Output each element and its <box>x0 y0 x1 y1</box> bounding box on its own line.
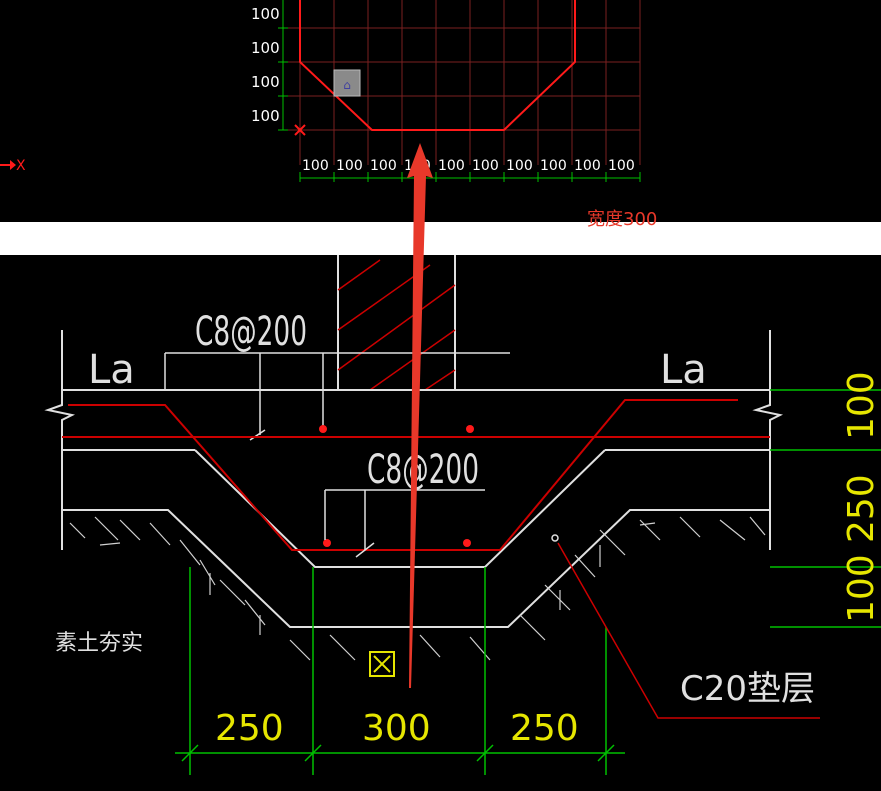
section-canvas: La La C8@200 C8@200 素土夯实 C20垫层 100 250 1… <box>44 255 881 775</box>
rebar-label-top: C8@200 <box>195 309 307 355</box>
arrow-up-icon <box>407 143 433 688</box>
dim-bottom-label: 250 <box>215 708 284 749</box>
soil-hatch <box>69 516 766 661</box>
x-grid-label: 100 <box>336 158 363 174</box>
x-grid-label: 100 <box>302 158 329 174</box>
svg-text:⌂: ⌂ <box>343 78 351 92</box>
y-grid-label: 100 <box>251 39 280 57</box>
grip-handle-icon[interactable] <box>333 69 361 97</box>
dim-right-label: 250 <box>841 474 881 543</box>
snap-marker-icon[interactable] <box>369 651 395 677</box>
x-grid-label: 100 <box>472 158 499 174</box>
separator-band <box>0 222 881 255</box>
dimension-lines <box>175 389 881 775</box>
la-label-right: La <box>660 347 707 393</box>
rebar-label-mid: C8@200 <box>367 447 479 493</box>
right-dimension-labels: 100 250 100 <box>841 371 881 623</box>
section-outline <box>299 0 576 131</box>
top-grid-panel: ⌂ X 100 100 100 100 100 100 100 100 100 … <box>0 0 881 222</box>
la-label-left: La <box>88 347 135 393</box>
x-grid-label: 100 <box>608 158 635 174</box>
y-grid-label: 100 <box>251 5 280 23</box>
x-axis-arrow-icon <box>0 160 16 170</box>
section-detail-panel: La La C8@200 C8@200 素土夯实 C20垫层 100 250 1… <box>0 255 881 791</box>
soil-note-label: 素土夯实 <box>55 631 143 656</box>
dim-bottom-label: 300 <box>362 708 431 749</box>
y-grid-label: 100 <box>251 73 280 91</box>
x-grid-label: 100 <box>438 158 465 174</box>
origin-marker-icon <box>294 124 306 136</box>
bottom-dimension-labels: 250 300 250 <box>215 708 579 749</box>
rebar-dots <box>319 425 474 547</box>
x-grid-label: 100 <box>506 158 533 174</box>
grid-canvas: ⌂ X 100 100 100 100 100 100 100 100 100 … <box>0 0 641 182</box>
dim-bottom-label: 250 <box>510 708 579 749</box>
y-dimension-ticks <box>278 0 641 182</box>
cushion-leader <box>551 534 820 719</box>
annotation-note: 宽度300 <box>587 209 658 230</box>
y-grid-labels: 100 100 100 100 <box>251 5 280 125</box>
x-grid-label: 100 <box>540 158 567 174</box>
x-axis-label: X <box>16 158 26 174</box>
x-grid-label: 100 <box>574 158 601 174</box>
dim-right-label: 100 <box>841 371 881 440</box>
x-grid-label: 100 <box>370 158 397 174</box>
x-grid-labels: 100 100 100 100 100 100 100 100 100 100 <box>302 158 635 174</box>
cushion-label: C20垫层 <box>680 669 815 709</box>
dim-right-label: 100 <box>841 554 881 623</box>
y-grid-label: 100 <box>251 107 280 125</box>
rebar-leader-mid <box>324 489 485 558</box>
